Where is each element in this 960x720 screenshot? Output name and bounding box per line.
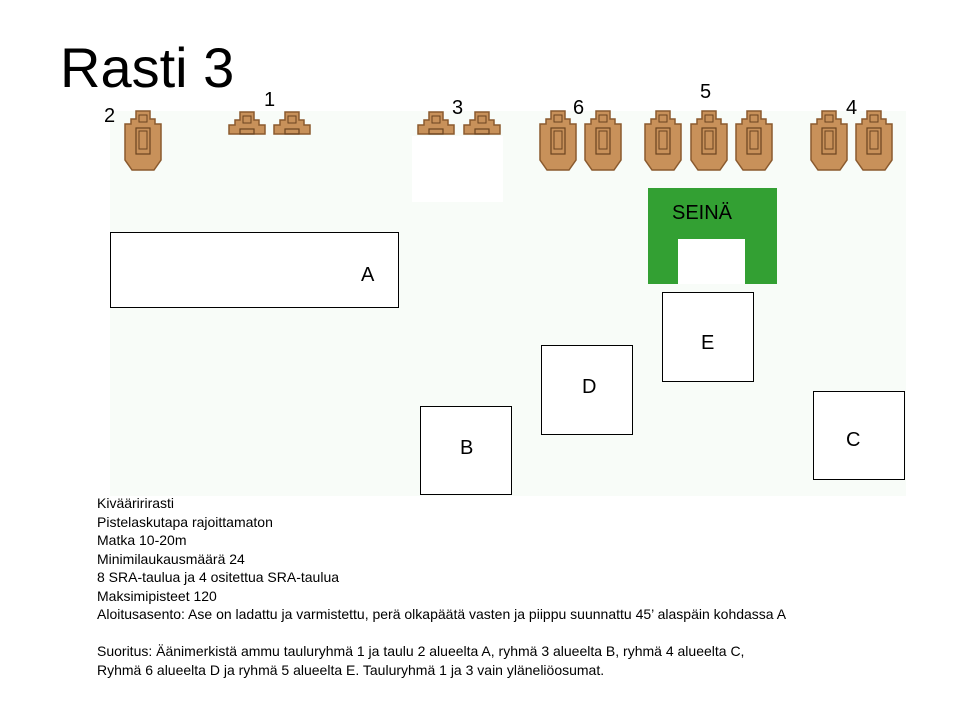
area-d: D <box>541 345 633 435</box>
info-line: Kivääririrasti <box>97 495 175 511</box>
area-e-label: E <box>701 332 715 354</box>
target-group-label-3: 3 <box>452 97 464 119</box>
target-full <box>735 110 773 171</box>
info-line: Matka 10-20m <box>97 532 187 548</box>
area-e: E <box>662 292 754 382</box>
target-full <box>855 110 893 171</box>
target-group-label-5: 5 <box>700 81 712 103</box>
target-full <box>584 110 622 171</box>
target-full <box>810 110 848 171</box>
target-group-label-4: 4 <box>846 97 858 119</box>
info-line: Suoritus: Äänimerkistä ammu tauluryhmä 1… <box>97 643 745 659</box>
wall-opening <box>678 239 745 284</box>
target-partial <box>228 111 266 135</box>
blocked-zone <box>412 136 503 202</box>
target-partial <box>463 111 501 135</box>
info-line: Maksimipisteet 120 <box>97 587 217 604</box>
area-b: B <box>420 406 512 495</box>
wall-label: SEINÄ <box>672 202 733 224</box>
info-line: Ryhmä 6 alueelta D ja ryhmä 5 alueelta E… <box>97 661 605 678</box>
page-title: Rasti 3 <box>60 36 235 99</box>
target-group-label-2: 2 <box>104 105 116 127</box>
target-group-label-1: 1 <box>264 89 276 111</box>
area-a: A <box>110 232 399 308</box>
wall: SEINÄ <box>648 188 777 284</box>
area-a-label: A <box>361 264 375 286</box>
area-c-label: C <box>846 429 861 451</box>
target-full <box>690 110 728 171</box>
target-group-label-6: 6 <box>573 97 585 119</box>
target-full <box>539 110 577 171</box>
info-line <box>97 624 786 643</box>
target-full <box>124 110 162 171</box>
area-c: C <box>813 391 905 480</box>
info-line: Pistelaskutapa rajoittamaton <box>97 513 273 530</box>
info-line: 8 SRA-taulua ja 4 ositettua SRA-taulua <box>97 569 340 585</box>
area-b-label: B <box>460 437 474 459</box>
stage-description: Kivääririrasti Pistelaskutapa rajoittama… <box>97 494 786 679</box>
target-partial <box>273 111 311 135</box>
target-partial <box>417 111 455 135</box>
info-line: Aloitusasento: Ase on ladattu ja varmist… <box>97 606 787 622</box>
info-line: Minimilaukausmäärä 24 <box>97 550 245 567</box>
area-d-label: D <box>582 376 597 398</box>
target-full <box>644 110 682 171</box>
